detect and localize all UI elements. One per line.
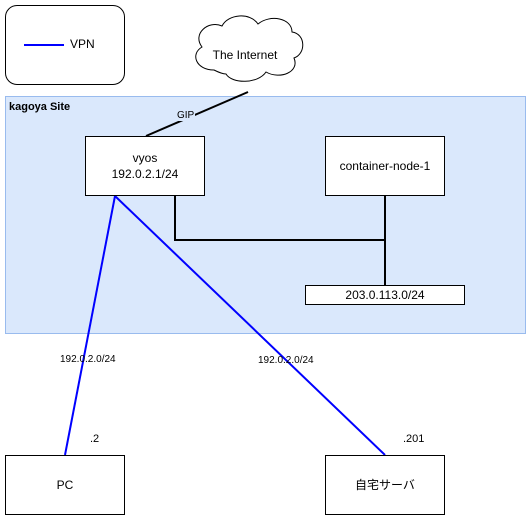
home-server-node[interactable]: 自宅サーバ xyxy=(325,455,445,515)
vyos-ip: 192.0.2.1/24 xyxy=(111,167,179,181)
gip-label: GIP xyxy=(176,110,196,121)
internet-cloud-icon xyxy=(195,15,304,82)
network-label: 203.0.113.0/24 xyxy=(345,288,425,302)
vyos-name: vyos xyxy=(132,151,158,165)
network-node[interactable]: 203.0.113.0/24 xyxy=(305,285,465,305)
vpn-link-server xyxy=(114,195,386,456)
vpn-link-pc xyxy=(64,195,116,456)
site-label: kagoya Site xyxy=(9,101,71,113)
pc-label: PC xyxy=(56,478,74,492)
server-host-label: .201 xyxy=(403,433,425,445)
vyos-node[interactable]: vyos 192.0.2.1/24 xyxy=(85,136,205,196)
legend-vpn-label: VPN xyxy=(70,37,95,51)
pc-network-label: 192.0.2.0/24 xyxy=(60,354,116,365)
internet-label: The Internet xyxy=(212,48,278,62)
server-network-label: 192.0.2.0/24 xyxy=(258,355,314,366)
pc-host-label: .2 xyxy=(90,433,100,445)
legend-vpn-line xyxy=(24,44,64,46)
pc-node[interactable]: PC xyxy=(5,455,125,515)
vyos-bus-link xyxy=(174,196,385,241)
internet-link xyxy=(145,91,249,137)
container-node[interactable]: container-node-1 xyxy=(325,136,445,196)
home-server-label: 自宅サーバ xyxy=(355,478,415,492)
container-node-label: container-node-1 xyxy=(339,159,431,173)
